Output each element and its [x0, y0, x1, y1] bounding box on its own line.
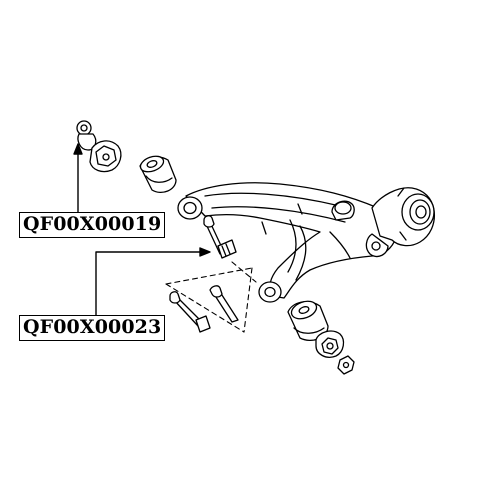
ball-joint-top-part	[76, 120, 97, 151]
bracket-plate	[89, 140, 122, 173]
lower-control-arm	[177, 182, 436, 303]
leader-lines	[73, 143, 211, 316]
leader-arrowhead-2	[199, 247, 211, 257]
bolt-lower-left	[169, 291, 211, 333]
bolt-lower-right	[209, 285, 239, 323]
rear-bushing	[287, 300, 329, 341]
bolt-upper	[203, 215, 237, 259]
assembly-dashed-lines	[165, 261, 257, 333]
washer-nut	[315, 330, 355, 375]
part-number-label-2: QF00X00023	[19, 315, 166, 341]
leader-arrowhead-1	[73, 143, 83, 155]
leader-line-2	[95, 251, 207, 316]
part-number-label-1: QF00X00019	[19, 212, 166, 238]
front-bushing	[139, 155, 177, 194]
